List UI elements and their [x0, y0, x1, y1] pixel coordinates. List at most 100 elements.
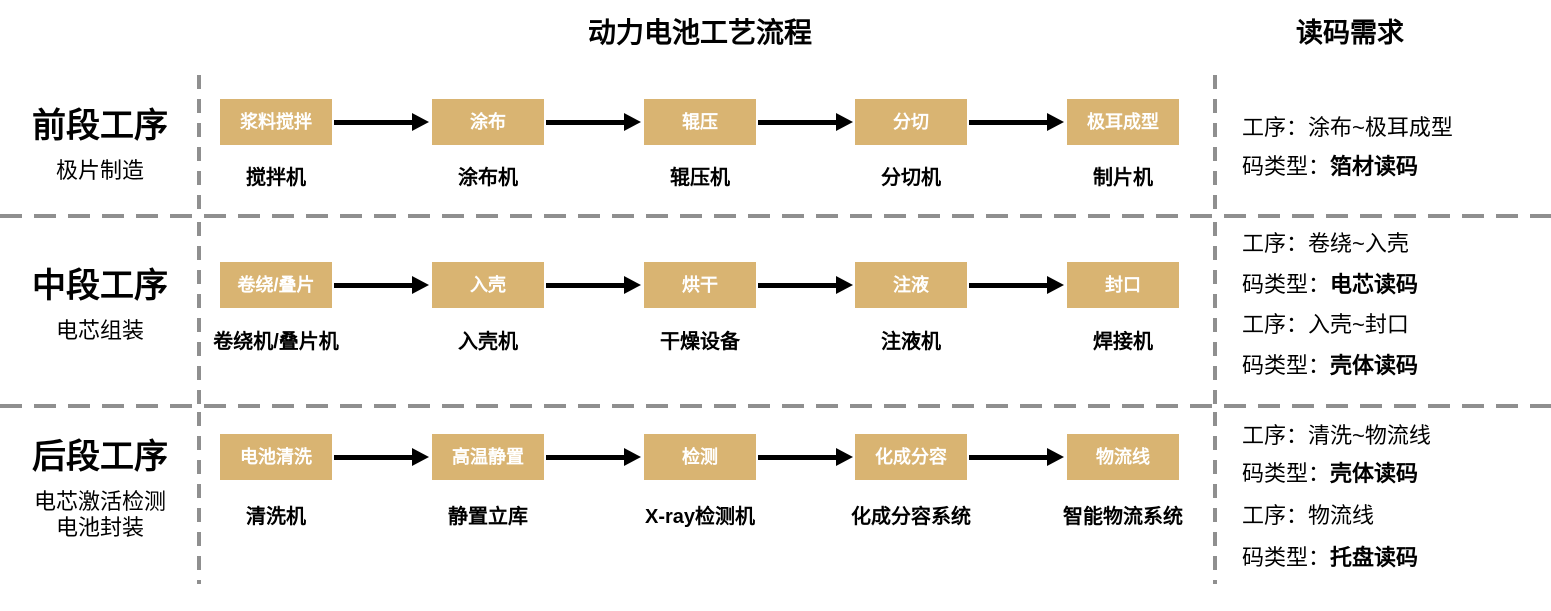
process-node: 烘干 干燥设备	[615, 262, 785, 354]
machine-label: 辊压机	[670, 167, 730, 189]
requirement-line: 码类型：壳体读码	[1242, 353, 1418, 379]
requirement-line: 工序：卷绕~入壳	[1242, 231, 1409, 257]
requirement-line: 工序：物流线	[1242, 503, 1374, 529]
requirement-label: 码类型：	[1242, 154, 1331, 179]
requirement-value: 电芯读码	[1330, 272, 1419, 297]
process-step-box: 涂布	[432, 99, 544, 145]
requirement-line: 工序：清洗~物流线	[1242, 423, 1431, 449]
requirement-value: 卷绕~入壳	[1308, 231, 1409, 256]
requirements-block: 工序：清洗~物流线 码类型：壳体读码 工序：物流线 码类型：托盘读码	[1242, 406, 1551, 611]
right-panel-title: 读码需求	[1296, 18, 1404, 48]
arrow-right-icon	[546, 276, 641, 294]
arrow-right-icon	[758, 276, 853, 294]
machine-label: 注液机	[881, 331, 941, 353]
requirements-block: 工序：卷绕~入壳 码类型：电芯读码 工序：入壳~封口 码类型：壳体读码	[1242, 216, 1551, 406]
requirement-line: 码类型：电芯读码	[1242, 272, 1418, 298]
machine-label: 静置立库	[448, 506, 528, 528]
row-front-stage: 前段工序 极片制造 浆料搅拌 搅拌机 涂布 涂布机 辊压 辊压机 分切 分切机	[0, 60, 1551, 216]
process-node: 化成分容 化成分容系统	[826, 434, 996, 529]
process-node: 检测 X-ray检测机	[615, 434, 785, 529]
machine-label: 搅拌机	[246, 167, 306, 189]
arrow-right-icon	[546, 448, 641, 466]
stage-block: 前段工序 极片制造	[0, 106, 200, 184]
process-step-box: 辊压	[644, 99, 756, 145]
machine-label: 卷绕机/叠片机	[213, 331, 339, 353]
process-step-box: 分切	[855, 99, 967, 145]
stage-title: 中段工序	[32, 267, 168, 305]
requirement-value: 涂布~极耳成型	[1308, 115, 1453, 140]
stage-subtitle: 电芯激活检测 电池封装	[0, 489, 200, 541]
requirement-label: 码类型：	[1242, 545, 1331, 570]
requirement-value: 托盘读码	[1330, 545, 1419, 570]
dashed-divider-horizontal	[0, 214, 1551, 218]
process-node: 辊压 辊压机	[615, 99, 785, 190]
process-step-box: 化成分容	[855, 434, 967, 480]
requirement-line: 工序：入壳~封口	[1242, 312, 1409, 338]
machine-label: 干燥设备	[660, 331, 740, 353]
requirement-label: 工序：	[1242, 115, 1309, 140]
requirement-label: 工序：	[1242, 503, 1309, 528]
requirement-label: 码类型：	[1242, 272, 1331, 297]
process-node: 卷绕/叠片 卷绕机/叠片机	[191, 262, 361, 354]
process-step-box: 极耳成型	[1067, 99, 1179, 145]
requirement-line: 码类型：托盘读码	[1242, 545, 1418, 571]
process-node: 高温静置 静置立库	[403, 434, 573, 529]
arrow-right-icon	[334, 276, 429, 294]
arrow-right-icon	[758, 113, 853, 131]
process-step-box: 入壳	[432, 262, 544, 308]
requirement-label: 工序：	[1242, 312, 1309, 337]
process-step-box: 烘干	[644, 262, 756, 308]
process-step-box: 电池清洗	[220, 434, 332, 480]
arrow-right-icon	[969, 276, 1064, 294]
requirement-value: 壳体读码	[1330, 461, 1419, 486]
process-step-box: 浆料搅拌	[220, 99, 332, 145]
process-node: 分切 分切机	[826, 99, 996, 190]
stage-title: 后段工序	[32, 438, 168, 476]
machine-label: 智能物流系统	[1063, 506, 1183, 528]
stage-subtitle-line: 电芯激活检测	[33, 489, 166, 514]
stage-subtitle-line: 极片制造	[55, 158, 144, 183]
dashed-divider-vertical	[1213, 222, 1217, 404]
process-node: 封口 焊接机	[1038, 262, 1208, 354]
requirement-line: 码类型：壳体读码	[1242, 461, 1418, 487]
requirement-label: 工序：	[1242, 423, 1309, 448]
requirement-label: 工序：	[1242, 231, 1309, 256]
process-node: 物流线 智能物流系统	[1038, 434, 1208, 529]
requirement-line: 码类型：箔材读码	[1242, 154, 1418, 180]
machine-label: X-ray检测机	[644, 506, 756, 528]
stage-subtitle-line: 电芯组装	[55, 318, 144, 343]
stage-block: 中段工序 电芯组装	[0, 266, 200, 344]
requirements-block: 工序：涂布~极耳成型 码类型：箔材读码	[1242, 60, 1551, 216]
machine-label: 焊接机	[1093, 331, 1153, 353]
requirement-line: 工序：涂布~极耳成型	[1242, 115, 1453, 141]
process-step-box: 物流线	[1067, 434, 1179, 480]
requirement-value: 入壳~封口	[1308, 312, 1409, 337]
main-title: 动力电池工艺流程	[587, 17, 812, 48]
process-node: 极耳成型 制片机	[1038, 99, 1208, 190]
arrow-right-icon	[969, 113, 1064, 131]
machine-label: 清洗机	[246, 506, 306, 528]
process-node: 注液 注液机	[826, 262, 996, 354]
arrow-right-icon	[758, 448, 853, 466]
process-step-box: 注液	[855, 262, 967, 308]
dashed-divider-vertical	[197, 412, 201, 584]
row-middle-stage: 中段工序 电芯组装 卷绕/叠片 卷绕机/叠片机 入壳 入壳机 烘干 干燥设备 注…	[0, 216, 1551, 406]
stage-subtitle: 极片制造	[0, 158, 200, 184]
arrow-right-icon	[334, 113, 429, 131]
arrow-right-icon	[334, 448, 429, 466]
process-node: 浆料搅拌 搅拌机	[191, 99, 361, 190]
requirement-value: 清洗~物流线	[1308, 423, 1431, 448]
arrow-right-icon	[546, 113, 641, 131]
stage-block: 后段工序 电芯激活检测 电池封装	[0, 437, 200, 541]
stage-title: 前段工序	[32, 107, 168, 145]
process-step-box: 高温静置	[432, 434, 544, 480]
machine-label: 涂布机	[458, 167, 518, 189]
process-step-box: 卷绕/叠片	[220, 262, 332, 308]
requirement-value: 箔材读码	[1330, 154, 1419, 179]
process-node: 电池清洗 清洗机	[191, 434, 361, 529]
machine-label: 分切机	[881, 167, 941, 189]
dashed-divider-vertical	[197, 75, 201, 215]
process-node: 入壳 入壳机	[403, 262, 573, 354]
machine-label: 制片机	[1093, 167, 1153, 189]
machine-label: 入壳机	[458, 331, 518, 353]
